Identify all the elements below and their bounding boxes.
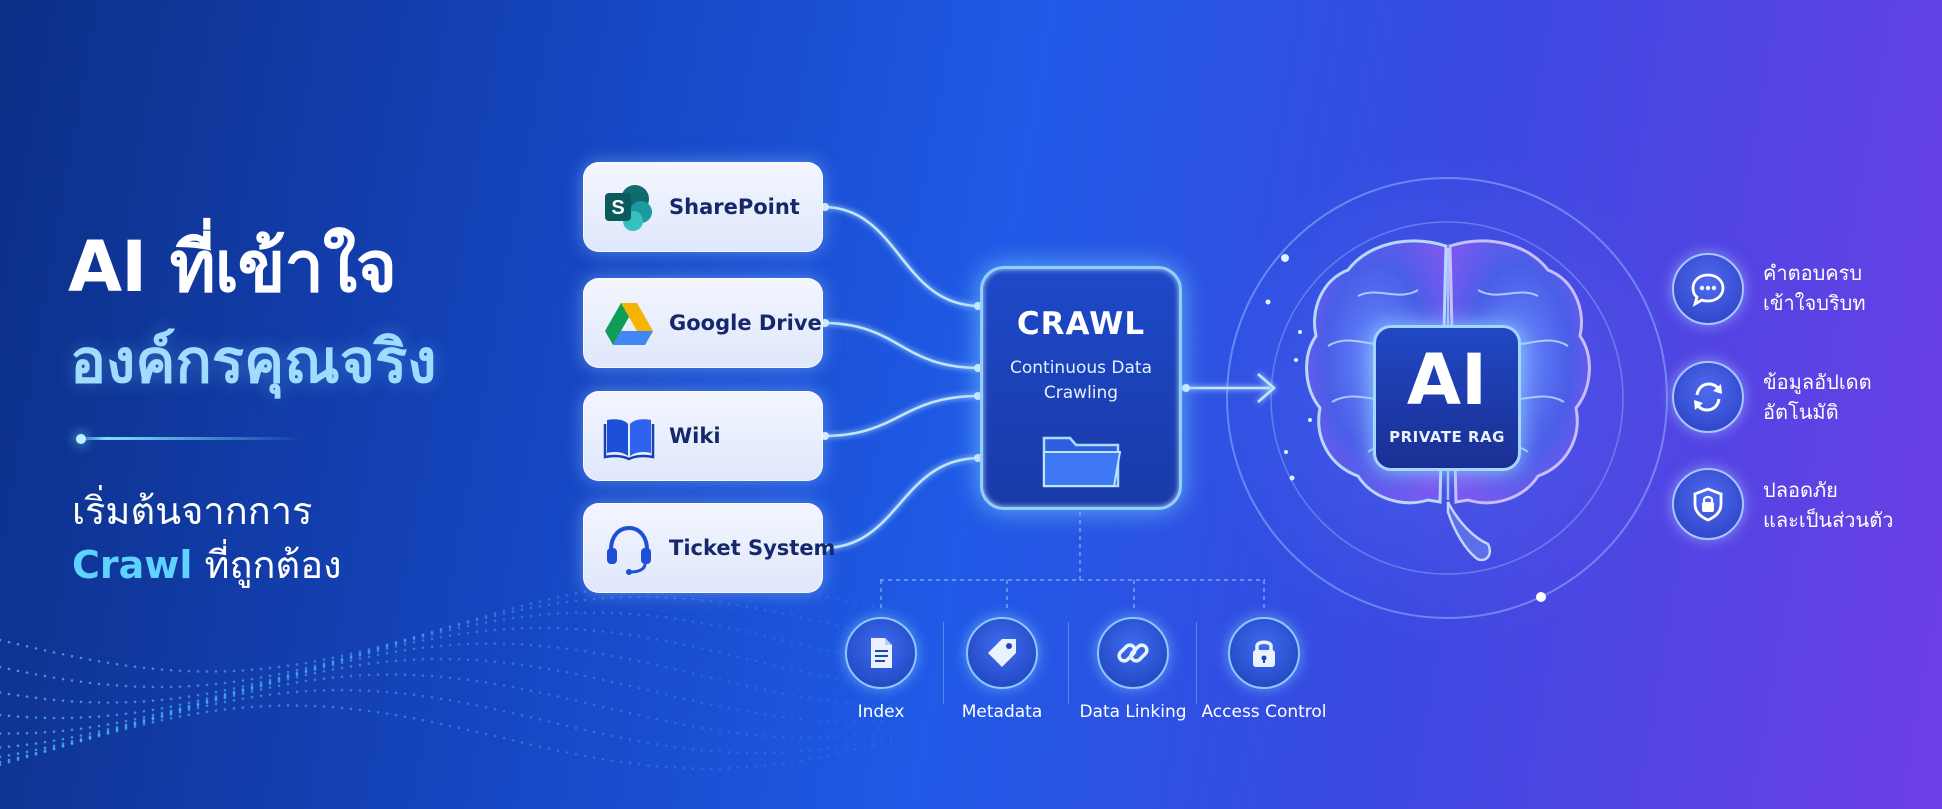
ai-chip-subtitle: PRIVATE RAG [1389,428,1505,446]
crawl-subtitle-line1: Continuous Data [1009,358,1152,378]
divider-glow [72,437,302,440]
source-card-wiki[interactable]: Wiki [583,391,823,481]
source-label: Ticket System [669,536,836,560]
benefit-line1: ปลอดภัย [1763,478,1838,502]
benefit-text: ปลอดภัย และเป็นส่วนตัว [1763,475,1893,535]
connector-node [821,432,829,440]
feature-label: Index [857,702,905,722]
connector-node [821,319,829,327]
feature-label: Access Control [1201,702,1327,722]
crawl-subtitle: Continuous Data Crawling [980,356,1182,406]
benefit-line2: เข้าใจบริบท [1763,291,1866,315]
headline-line1: AI ที่เข้าใจ [68,226,397,308]
source-card-sharepoint[interactable]: S SharePoint [583,162,823,252]
source-card-google-drive[interactable]: Google Drive [583,278,823,368]
sharepoint-icon: S [601,179,657,235]
tag-icon [988,639,1016,667]
source-label: Google Drive [669,311,822,335]
connector-sharepoint [822,205,981,308]
feature-icon-metadata[interactable] [966,617,1038,689]
refresh-icon [1672,361,1744,433]
crawl-title: CRAWL [1016,306,1146,342]
folder-icon [1040,428,1124,496]
source-label: Wiki [669,424,721,448]
subheadline-rest: ที่ถูกต้อง [192,543,342,587]
feature-icon-data-linking[interactable] [1097,617,1169,689]
link-icon [1117,643,1149,663]
subheadline-line1: เริ่มต้นจากการ [72,489,313,533]
feature-label: Metadata [961,702,1043,722]
lock-icon [1253,640,1275,667]
divider-dot [76,434,86,444]
feature-separator [943,622,944,704]
arrow-head [1257,373,1276,403]
feature-icon-index[interactable] [845,617,917,689]
ai-chip[interactable] [1373,325,1521,471]
sharepoint-letter: S [611,197,624,219]
connector-google-drive [822,321,981,370]
crawl-subtitle-line2: Crawling [1043,383,1119,403]
feature-separator [1196,622,1197,704]
subheadline-line2: Crawl ที่ถูกต้อง [72,534,342,595]
feature-label: Data Linking [1079,702,1187,722]
connector-node [821,544,829,552]
connector-wiki [822,394,981,438]
feature-icon-access-control[interactable] [1228,617,1300,689]
ai-chip-title: AI [1406,339,1488,421]
orbit-spark [1536,592,1546,602]
connector-node [1182,384,1190,392]
benefit-text: ข้อมูลอัปเดต อัตโนมัติ [1763,367,1872,427]
benefit-line1: ข้อมูลอัปเดต [1763,370,1872,394]
benefit-text: คำตอบครบ เข้าใจบริบท [1763,258,1866,318]
connector-node [821,203,829,211]
document-icon [871,638,892,668]
orbit-spark [1281,254,1289,262]
google-drive-icon [601,295,657,351]
subheadline-highlight: Crawl [72,543,193,587]
connector-ticket [822,456,981,550]
benefit-line2: และเป็นส่วนตัว [1763,508,1894,532]
benefit-line1: คำตอบครบ [1763,261,1863,285]
benefit-line2: อัตโนมัติ [1763,400,1839,424]
headset-icon [601,520,657,576]
feature-separator [1068,622,1069,704]
source-card-ticket-system[interactable]: Ticket System [583,503,835,593]
source-label: SharePoint [669,195,800,219]
shield-lock-icon [1672,468,1744,540]
headline-line2: องค์กรคุณจริง [70,327,437,397]
book-icon [601,408,657,464]
chat-icon [1672,253,1744,325]
